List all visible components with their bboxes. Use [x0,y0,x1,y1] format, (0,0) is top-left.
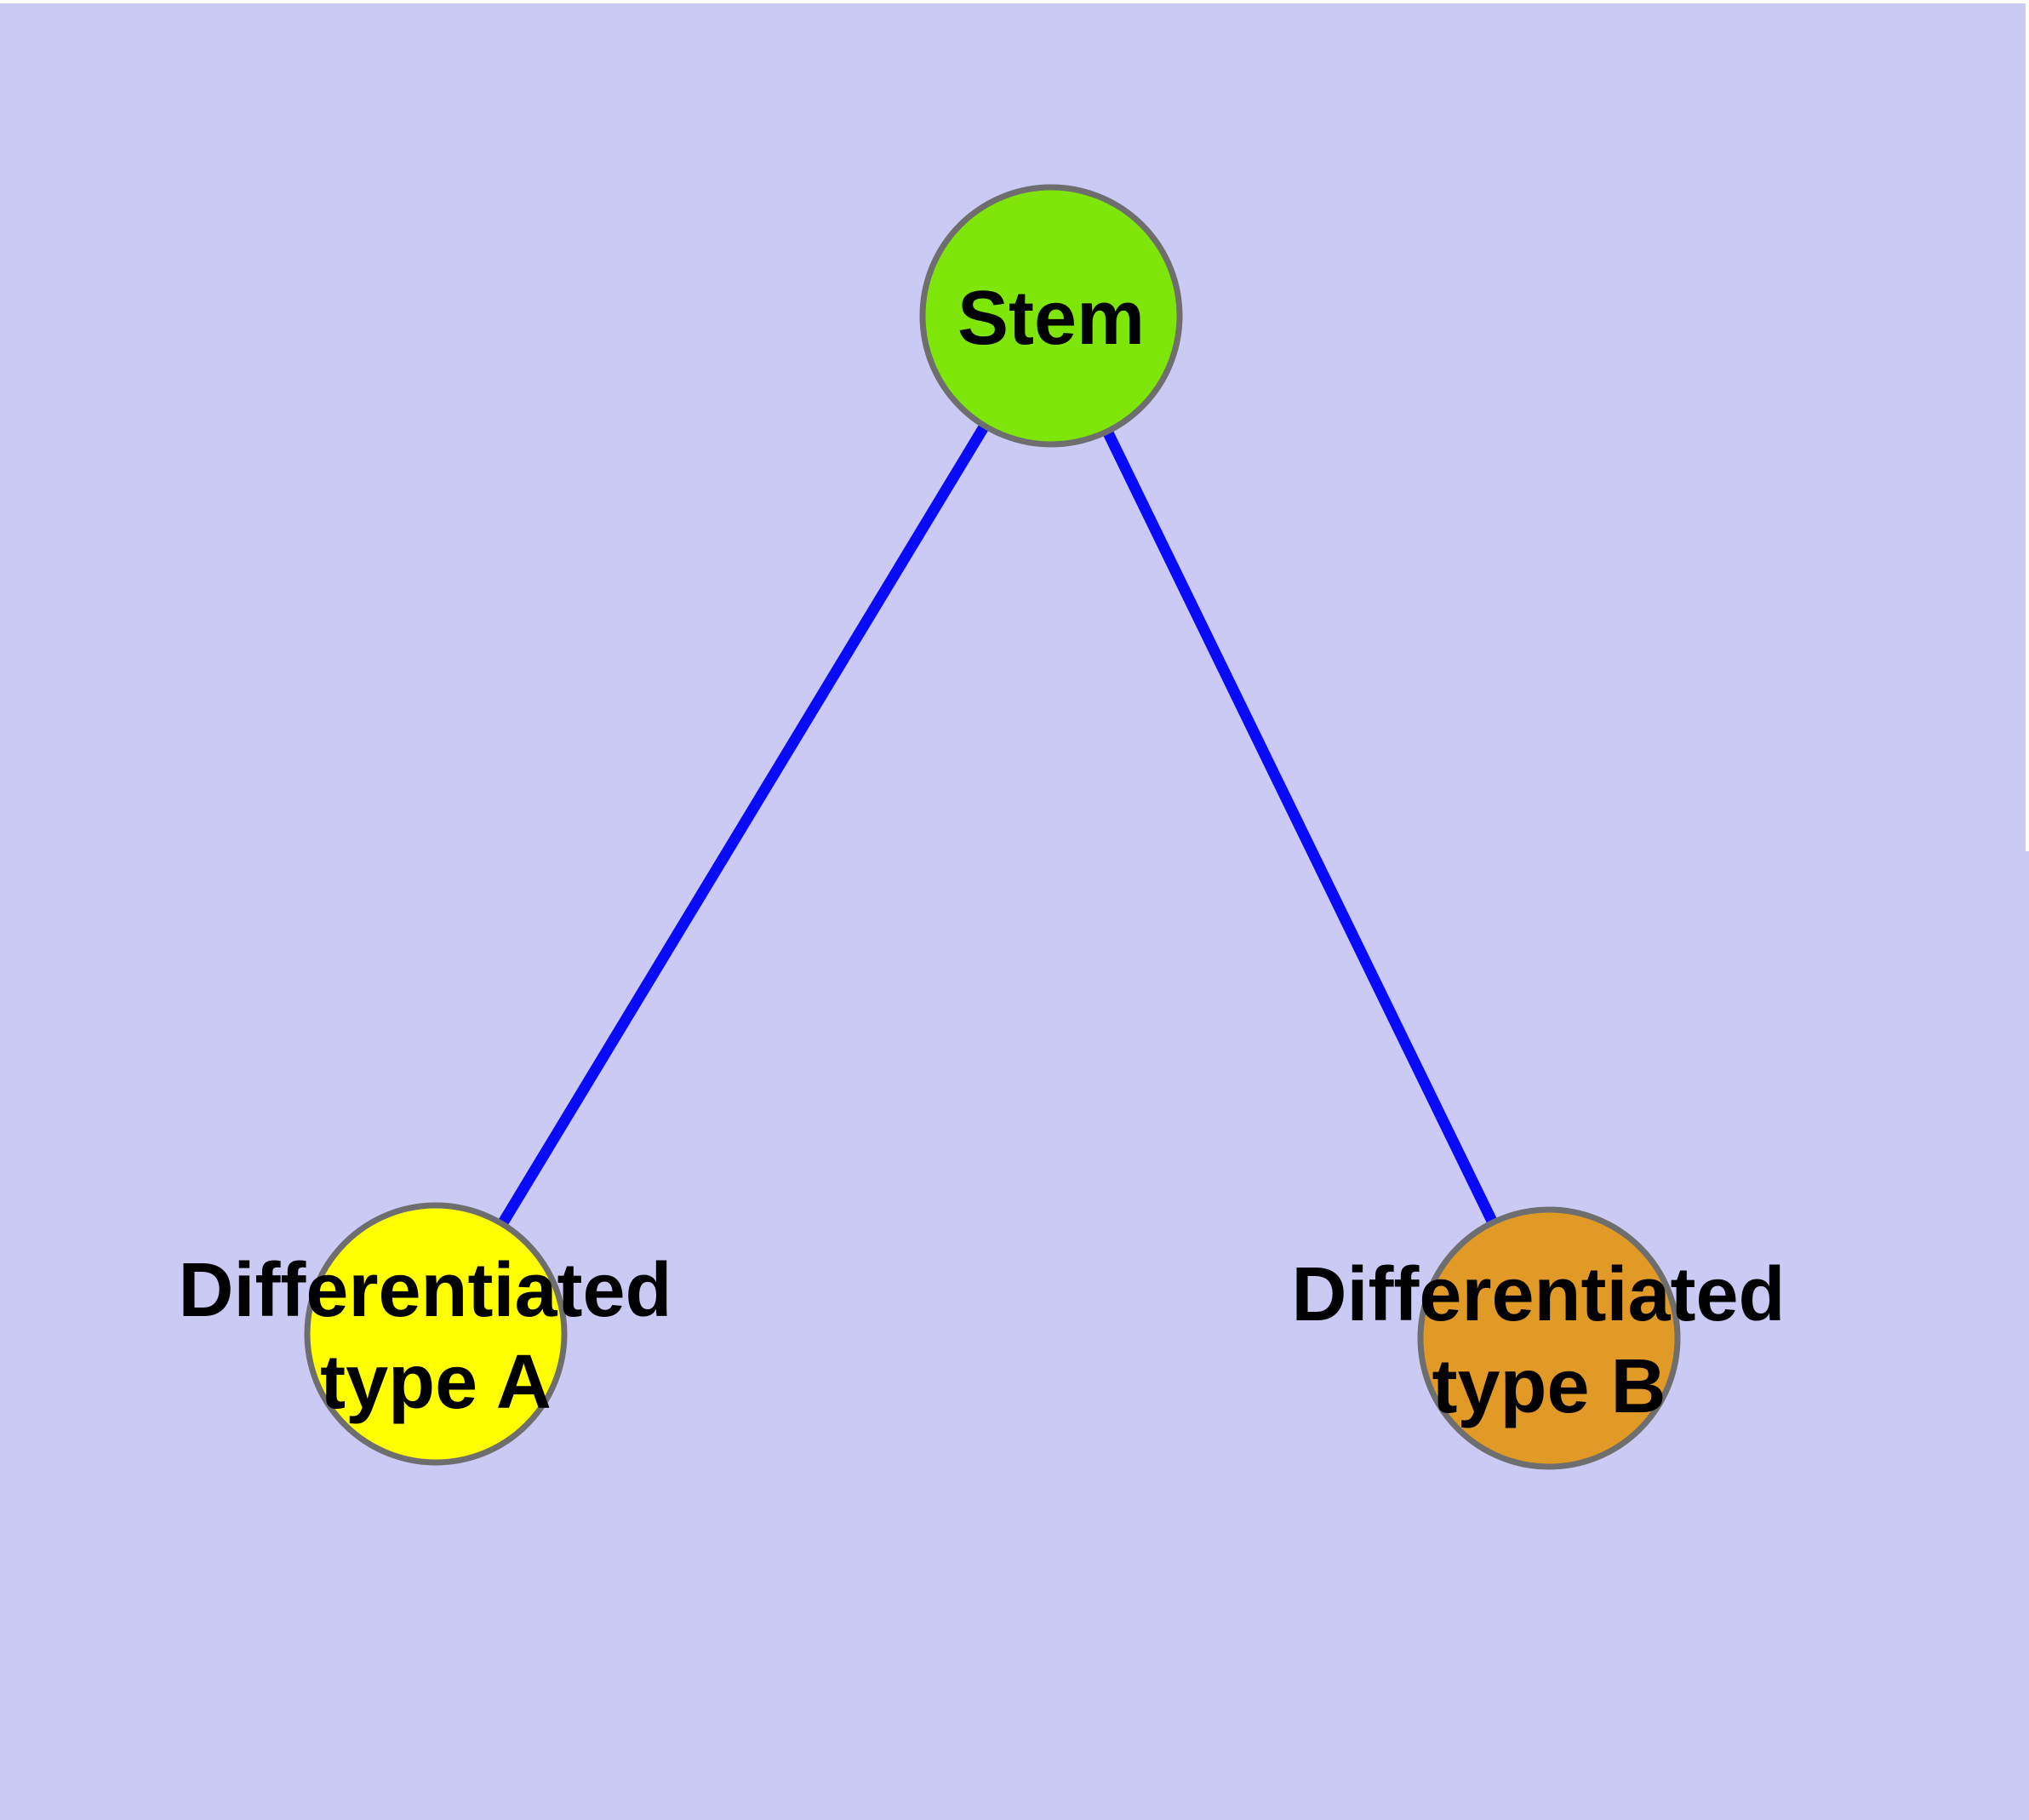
type-b-circle [1417,1206,1681,1470]
node-type-b: Differentiated type B [1291,1206,1806,1470]
edge-stem-to-type-a [431,312,1056,1337]
stem-circle [919,184,1183,448]
type-a-label-line2: type A [320,1340,552,1425]
node-type-a: Differentiated type A [178,1202,693,1466]
top-margin [0,0,2029,3]
type-b-label: Differentiated type B [1291,1252,1806,1429]
type-a-circle [304,1202,568,1466]
stem-label: Stem [957,276,1145,361]
type-b-label-line1: Differentiated [1291,1252,1785,1337]
edge-stem-to-type-b [1046,313,1554,1341]
right-margin [2026,0,2029,851]
type-a-label: Differentiated type A [178,1248,693,1425]
type-b-label-line2: type B [1432,1344,1666,1429]
node-stem: Stem [919,184,1183,448]
type-a-label-line1: Differentiated [178,1248,672,1333]
